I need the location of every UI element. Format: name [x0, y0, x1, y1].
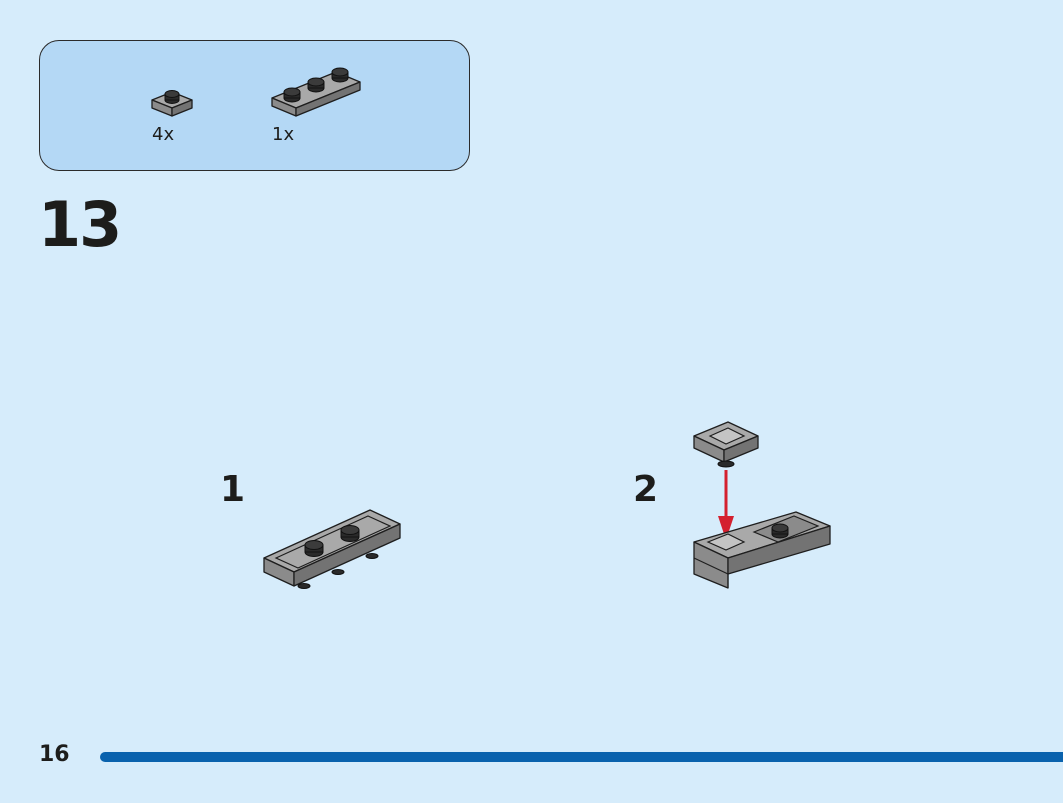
page-number: 16 [39, 742, 70, 767]
progress-bar [100, 752, 1063, 762]
plate-1x3-icon [271, 67, 361, 117]
substep-1-label: 1 [220, 469, 246, 510]
substep-2-assembly-illustration [693, 421, 831, 589]
substep-2-label: 2 [633, 469, 659, 510]
plate-1x1-icon [151, 90, 193, 117]
substep-1-assembly-illustration [263, 509, 401, 589]
parts-callout [39, 40, 470, 171]
plate-1x3-quantity: 1x [272, 124, 295, 145]
plate-1x1-quantity: 4x [152, 124, 175, 145]
step-number: 13 [38, 188, 122, 261]
